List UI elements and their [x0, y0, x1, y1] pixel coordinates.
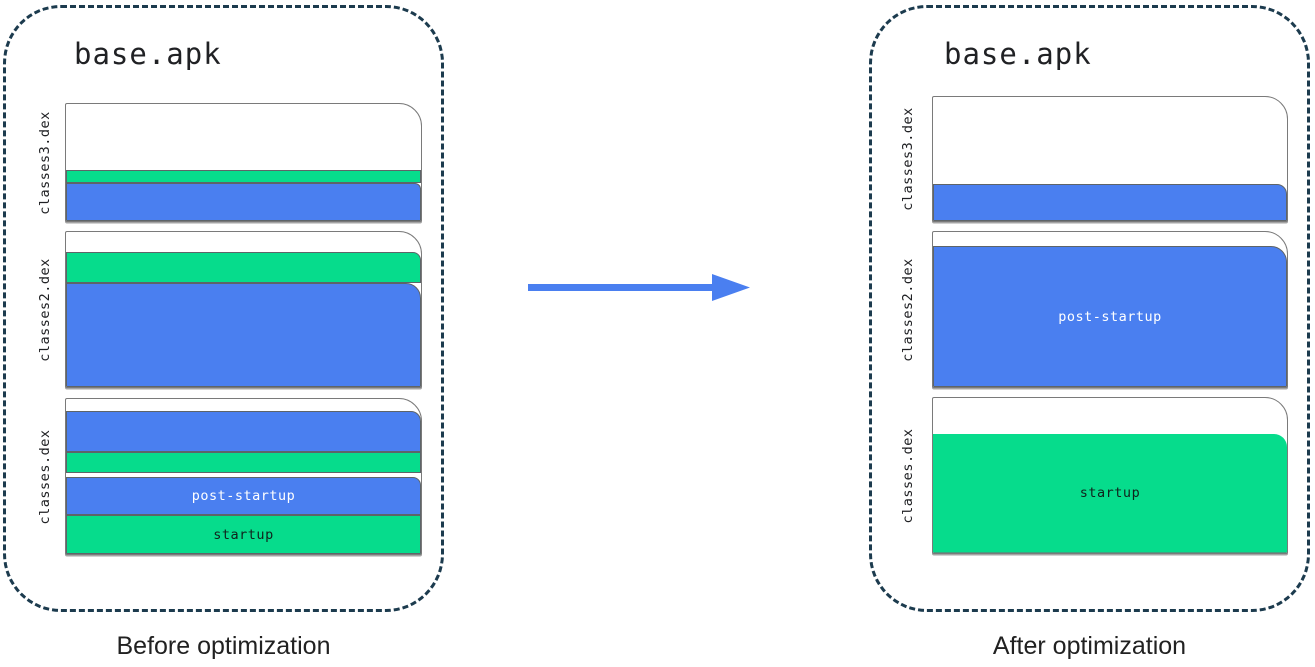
- segment-post-startup: [933, 184, 1287, 221]
- segment-post-startup: [66, 283, 421, 387]
- segment-startup: [66, 452, 421, 473]
- free-space: [933, 398, 1287, 434]
- free-space: [66, 232, 421, 252]
- dex-label-classes-before: classes.dex: [37, 429, 53, 525]
- dex-label-classes2-after: classes2.dex: [900, 258, 916, 362]
- apk-title-before: base.apk: [74, 37, 222, 71]
- dex-file-classes2-after: post-startup: [932, 231, 1288, 388]
- segment-post-startup: [66, 183, 421, 221]
- free-space: [66, 399, 421, 411]
- caption-before: Before optimization: [116, 632, 331, 660]
- free-space: [933, 97, 1287, 184]
- segment-startup-labeled: startup: [933, 434, 1287, 553]
- dex-label-classes-after: classes.dex: [900, 428, 916, 524]
- startup-label: startup: [1079, 485, 1141, 501]
- post-startup-label: post-startup: [191, 488, 296, 504]
- free-space: [933, 232, 1287, 246]
- post-startup-label: post-startup: [1058, 308, 1162, 325]
- segment-post-startup-labeled: post-startup: [933, 246, 1287, 387]
- dex-file-classes2-before: [65, 231, 422, 388]
- segment-startup: [66, 170, 421, 183]
- startup-label: startup: [213, 526, 274, 543]
- dex-file-classes3-before: [65, 103, 422, 222]
- caption-after: After optimization: [992, 632, 1187, 660]
- dex-label-classes3-after: classes3.dex: [900, 107, 916, 211]
- segment-post-startup: [66, 411, 421, 452]
- dex-file-classes3-after: [932, 96, 1288, 222]
- transform-arrow-icon: [528, 274, 750, 301]
- apk-title-after: base.apk: [944, 37, 1092, 71]
- free-space: [66, 104, 421, 170]
- dex-file-classes-before: post-startup startup: [65, 398, 422, 555]
- segment-startup: [66, 252, 421, 283]
- dex-label-classes3-before: classes3.dex: [37, 111, 53, 215]
- segment-post-startup-labeled: post-startup: [66, 477, 421, 515]
- segment-startup-labeled: startup: [66, 515, 421, 554]
- dex-file-classes-after: startup: [932, 397, 1288, 554]
- dex-label-classes2-before: classes2.dex: [37, 258, 53, 362]
